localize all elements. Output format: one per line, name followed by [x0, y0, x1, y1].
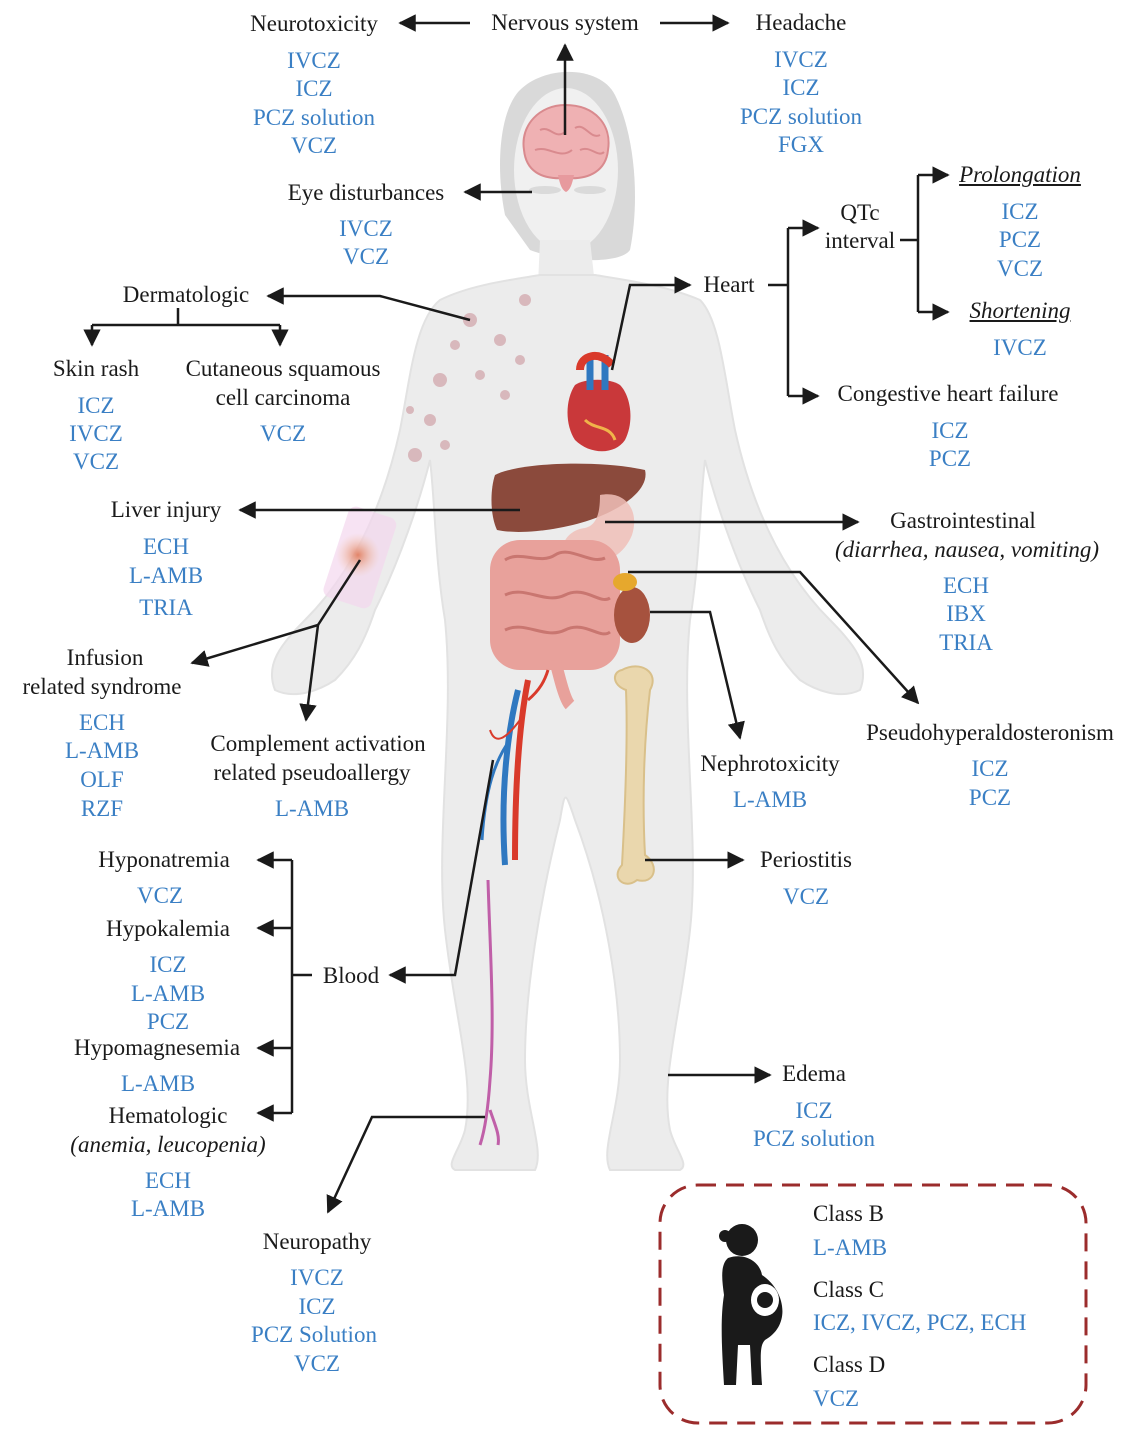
edema-drug: PCZ solution [753, 1127, 875, 1150]
hypokalemia-drug: L-AMB [131, 982, 205, 1005]
liver-drug: TRIA [139, 596, 193, 619]
chf-label: Congestive heart failure [838, 382, 1059, 405]
scc-label-line2: cell carcinoma [216, 386, 351, 409]
neuropathy-drug: ICZ [298, 1295, 335, 1318]
liver-drug: ECH [143, 535, 189, 558]
eye-drug: VCZ [343, 245, 389, 268]
infusion-drug: RZF [81, 797, 123, 820]
hyponatremia-drug: VCZ [137, 884, 183, 907]
class-d-drugs: VCZ [813, 1387, 859, 1410]
neurotoxicity-label: Neurotoxicity [250, 12, 378, 35]
prolongation-label: Prolongation [959, 163, 1081, 186]
infusion-drug: OLF [80, 768, 123, 791]
neurotoxicity-drug: PCZ solution [253, 106, 375, 129]
hypokalemia-drug: ICZ [149, 953, 186, 976]
skin-rash-drug: ICZ [77, 394, 114, 417]
hematologic-detail: (anemia, leucopenia) [70, 1133, 265, 1156]
eye-drug: IVCZ [339, 217, 393, 240]
complement-label-line1: Complement activation [210, 732, 425, 755]
hypomagnesemia-drug: L-AMB [121, 1072, 195, 1095]
complement-label-line2: related pseudoallergy [214, 761, 411, 784]
blood-label: Blood [323, 964, 379, 987]
gi-drug: IBX [946, 602, 986, 625]
hypokalemia-label: Hypokalemia [106, 917, 230, 940]
gi-drug: ECH [943, 574, 989, 597]
hypomagnesemia-label: Hypomagnesemia [74, 1036, 240, 1059]
scc-drug: VCZ [260, 422, 306, 445]
neurotoxicity-drug: IVCZ [287, 49, 341, 72]
class-c-label: Class C [813, 1278, 884, 1301]
class-d-label: Class D [813, 1353, 885, 1376]
chf-drug: PCZ [929, 447, 971, 470]
periostitis-label: Periostitis [760, 848, 852, 871]
complement-drug: L-AMB [275, 797, 349, 820]
neuropathy-label: Neuropathy [263, 1230, 372, 1253]
periostitis-drug: VCZ [783, 885, 829, 908]
prolongation-drug: ICZ [1001, 200, 1038, 223]
hematologic-drug: L-AMB [131, 1197, 205, 1220]
edema-label: Edema [782, 1062, 846, 1085]
neuropathy-drug: VCZ [294, 1352, 340, 1375]
nephrotoxicity-label: Nephrotoxicity [700, 752, 839, 775]
gastrointestinal-label: Gastrointestinal [890, 509, 1036, 532]
pseudo-drug: ICZ [971, 757, 1008, 780]
headache-label: Headache [756, 11, 847, 34]
infusion-label-line1: Infusion [67, 646, 144, 669]
edema-drug: ICZ [795, 1099, 832, 1122]
skin-rash-drug: IVCZ [69, 422, 123, 445]
chf-drug: ICZ [931, 419, 968, 442]
skin-rash-label: Skin rash [53, 357, 139, 380]
eye-disturbances-label: Eye disturbances [288, 181, 444, 204]
pseudo-drug: PCZ [969, 786, 1011, 809]
hyponatremia-label: Hyponatremia [98, 848, 230, 871]
liver-injury-label: Liver injury [111, 498, 222, 521]
gastrointestinal-detail: (diarrhea, nausea, vomiting) [835, 538, 1099, 561]
hematologic-drug: ECH [145, 1169, 191, 1192]
pregnant-woman-icon [719, 1224, 782, 1385]
class-b-label: Class B [813, 1202, 884, 1225]
skin-rash-drug: VCZ [73, 450, 119, 473]
infusion-drug: ECH [79, 711, 125, 734]
infusion-label-line2: related syndrome [22, 675, 181, 698]
gi-drug: TRIA [939, 631, 993, 654]
nephro-drug: L-AMB [733, 788, 807, 811]
qtc-label-line2: interval [825, 229, 895, 252]
neurotoxicity-drug: ICZ [295, 77, 332, 100]
headache-drug: FGX [778, 133, 824, 156]
pseudohyperaldosteronism-label: Pseudohyperaldosteronism [866, 721, 1114, 744]
prolongation-drug: VCZ [997, 257, 1043, 280]
neurotoxicity-drug: VCZ [291, 134, 337, 157]
class-c-drugs: ICZ, IVCZ, PCZ, ECH [813, 1311, 1026, 1334]
scc-label-line1: Cutaneous squamous [186, 357, 381, 380]
class-b-drugs: L-AMB [813, 1236, 887, 1259]
neuropathy-drug: PCZ Solution [251, 1323, 377, 1346]
shortening-label: Shortening [970, 299, 1071, 322]
shortening-drug: IVCZ [993, 336, 1047, 359]
dermatologic-label: Dermatologic [123, 283, 249, 306]
hematologic-label: Hematologic [109, 1104, 228, 1127]
heart-label: Heart [703, 273, 754, 296]
liver-drug: L-AMB [129, 564, 203, 587]
headache-drug: IVCZ [774, 48, 828, 71]
infusion-drug: L-AMB [65, 739, 139, 762]
prolongation-drug: PCZ [999, 228, 1041, 251]
neuropathy-drug: IVCZ [290, 1266, 344, 1289]
nervous-system-label: Nervous system [491, 11, 639, 34]
hypokalemia-drug: PCZ [147, 1010, 189, 1033]
headache-drug: ICZ [782, 76, 819, 99]
headache-drug: PCZ solution [740, 105, 862, 128]
qtc-label-line1: QTc [840, 201, 879, 224]
